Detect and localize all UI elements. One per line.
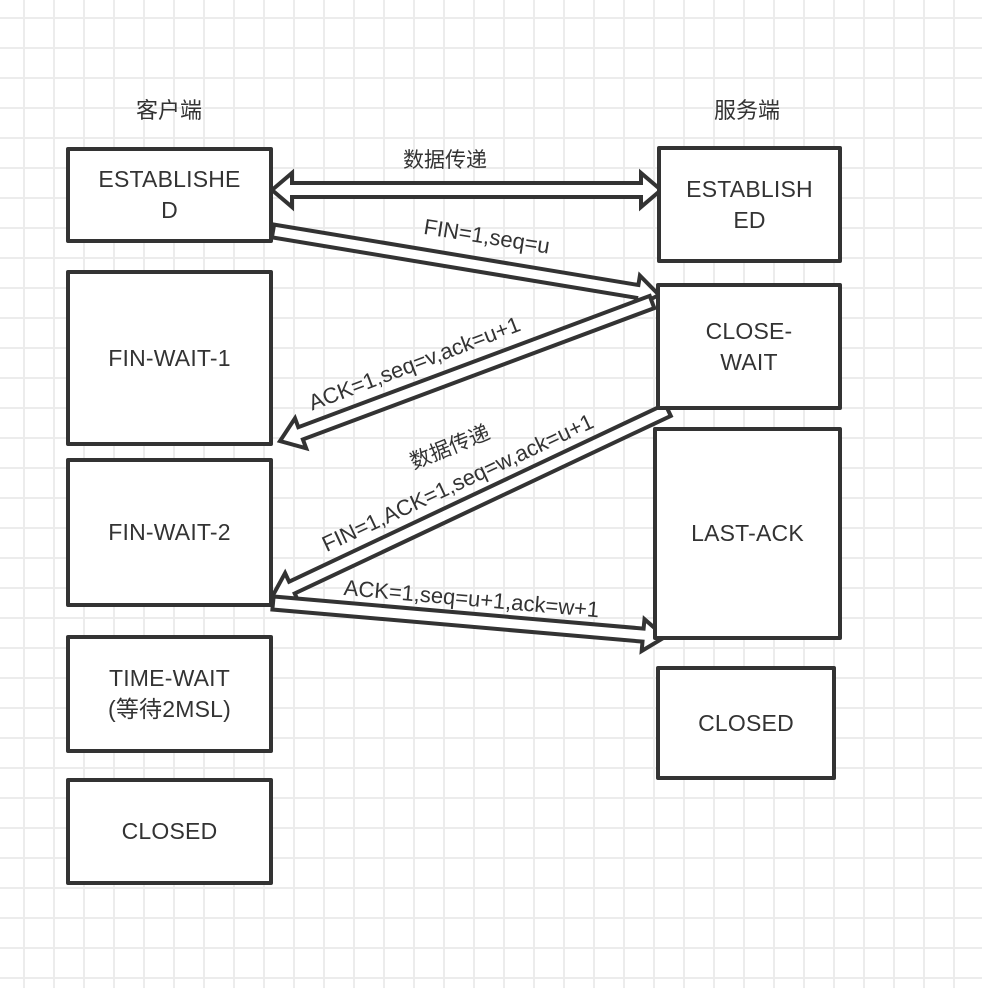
state-label: CLOSED	[698, 709, 794, 736]
client-state-time-wait: TIME-WAIT (等待2MSL)	[66, 635, 273, 753]
server-state-last-ack: LAST-ACK	[653, 427, 842, 640]
state-label: CLOSED	[121, 818, 218, 844]
server-state-closed: CLOSED	[656, 666, 836, 780]
client-state-established: ESTABLISHE D	[66, 147, 273, 243]
final-ack-arrow	[270, 594, 669, 655]
client-state-closed: CLOSED	[66, 778, 273, 885]
client-column-title: 客户端	[135, 99, 203, 124]
state-label: CLOSE- WAIT	[705, 317, 793, 375]
state-label: LAST-ACK	[691, 520, 804, 546]
ack-arrow	[276, 293, 657, 452]
server-column-title: 服务端	[713, 99, 781, 124]
state-label: ESTABLISH ED	[686, 175, 813, 233]
state-label: TIME-WAIT (等待2MSL)	[107, 665, 231, 722]
data-transfer-double-arrow	[268, 168, 665, 212]
fin-ack-arrow	[268, 401, 674, 605]
state-label: FIN-WAIT-1	[108, 344, 231, 371]
server-state-close-wait: CLOSE- WAIT	[656, 283, 842, 410]
data-transfer-label: 数据传递	[403, 148, 487, 172]
client-state-fin-wait-2: FIN-WAIT-2	[66, 458, 273, 607]
client-state-fin-wait-1: FIN-WAIT-1	[66, 270, 273, 446]
state-label: FIN-WAIT-2	[108, 519, 231, 545]
server-state-established: ESTABLISH ED	[657, 146, 842, 263]
state-label: ESTABLISHE D	[98, 166, 241, 223]
